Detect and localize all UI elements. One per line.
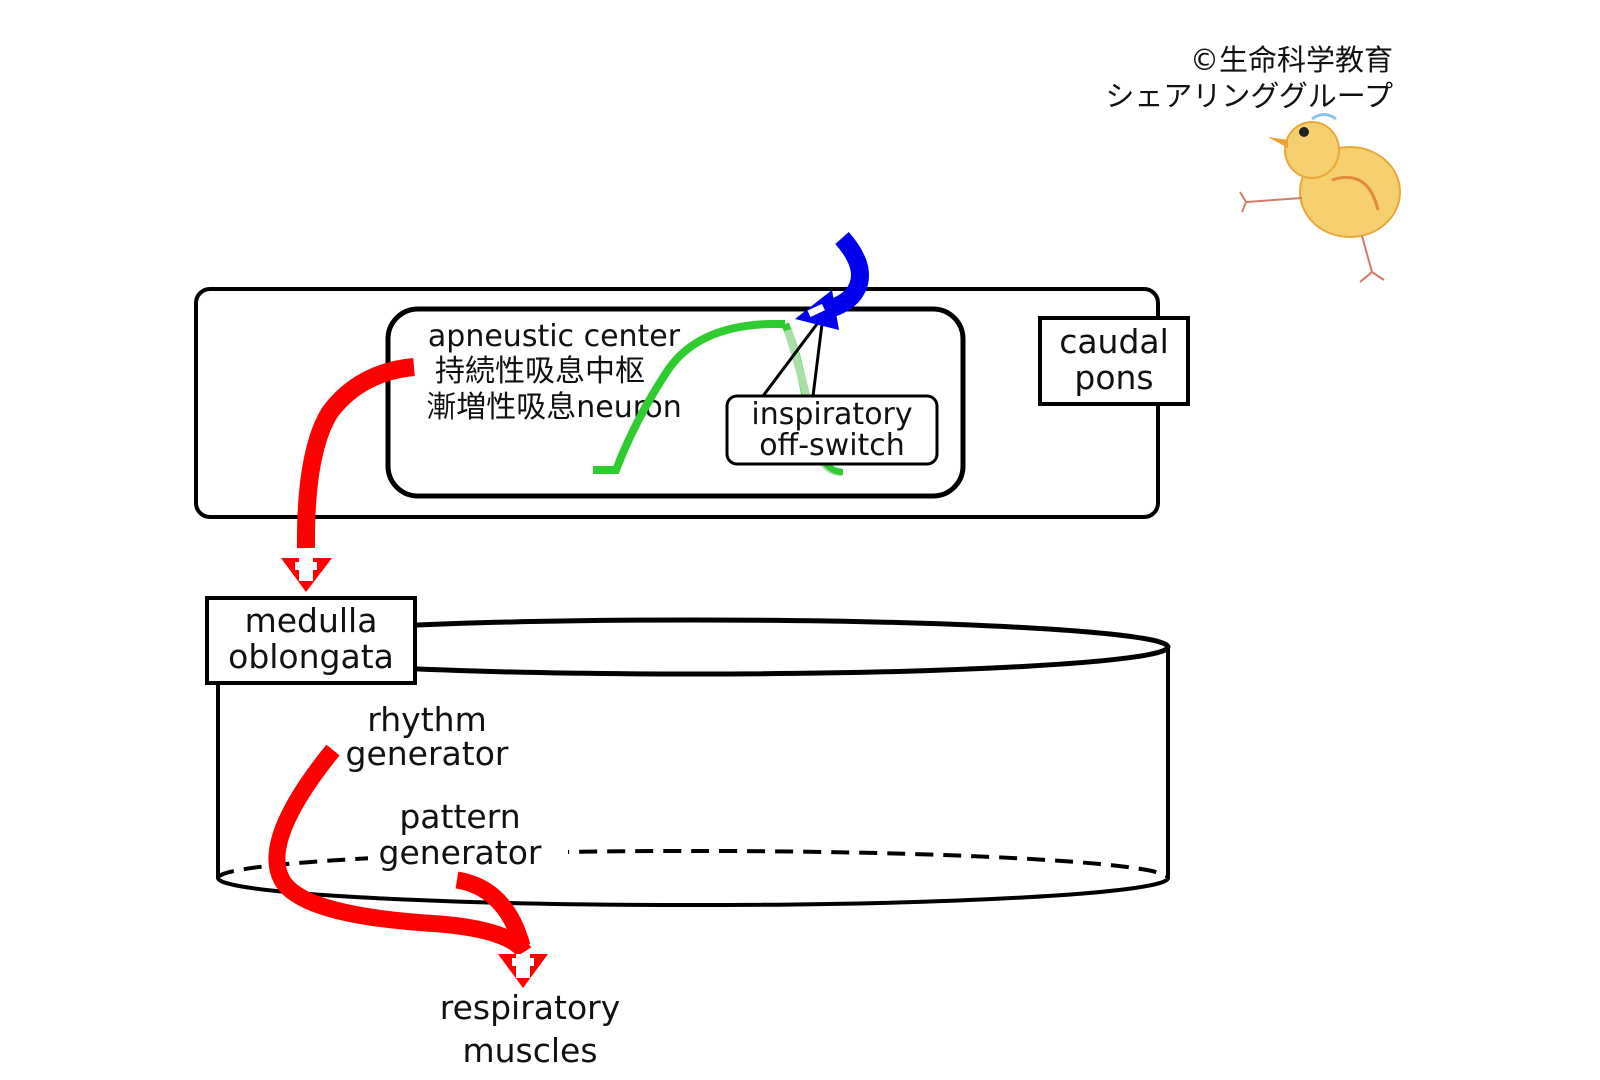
caudal-pons-label-line-1: caudal [1059,322,1169,361]
cylinder-bottom-back-dashed [216,848,1170,879]
caudal-pons-label-box [1038,316,1190,406]
minus-sign-icon [807,303,825,318]
pattern-generator-backing [368,840,568,880]
apneustic-center-label-jp: 持続性吸息中枢 [435,354,645,389]
cylinder-bottom-front [216,877,1170,908]
chick-mascot-icon [1239,113,1401,283]
plus-sign-horizontal [295,562,317,570]
inspiratory-ramp-curve [593,320,785,474]
medulla-label-line-2: oblongata [228,637,394,676]
pattern-generator-label-line-1: pattern [399,797,520,836]
off-switch-label-line-2: off-switch [759,428,905,463]
apneustic-center-label-en: apneustic center [428,319,681,354]
respiratory-muscles-label-line-1: respiratory [440,988,620,1027]
caudal-pons-label-line-2: pons [1074,358,1153,397]
rhythm-generator-label-line-1: rhythm [367,700,486,739]
off-switch-pointer-right [811,315,825,397]
apneustic-center-box [385,306,966,499]
off-switch-callout-box [725,394,939,466]
respiratory-muscles-label-line-2: muscles [462,1031,597,1070]
copyright-line-2: シェアリンググループ [1105,79,1393,113]
rhythm-to-muscles-arrow [268,744,532,958]
rhythm-generator-label-line-2: generator [346,734,509,773]
plus-sign-horizontal [512,958,534,966]
pattern-generator-label-line-2: generator [379,833,542,872]
medulla-label-box [205,596,417,685]
copyright-line-1: ©生命科学教育 [1190,43,1393,77]
pattern-to-muscles-arrow [455,871,531,949]
excitatory-arrows-to-muscles [268,744,548,988]
medulla-label-line-1: medulla [245,601,378,640]
excitatory-arrow-to-medulla [281,358,416,592]
off-switch-pointer-left [761,315,825,397]
off-switch-label-line-1: inspiratory [751,397,912,432]
inhibitory-arrow [795,232,869,330]
